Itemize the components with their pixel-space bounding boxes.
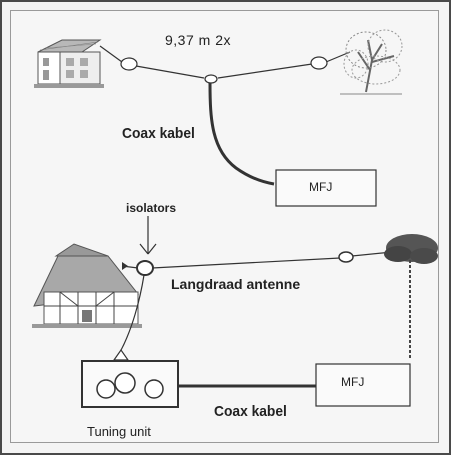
insulator-icon	[136, 260, 154, 276]
coax-cable-top	[208, 82, 275, 186]
feed-wire	[119, 274, 145, 353]
house-icon	[34, 39, 104, 88]
antenna-label: Langdraad antenne	[171, 276, 301, 292]
tuning-knob	[96, 379, 116, 399]
farmhouse-icon	[32, 243, 142, 328]
insulator-icon	[120, 57, 138, 71]
insulator-icon	[310, 56, 328, 70]
mfj-box-bottom	[315, 363, 411, 407]
tuning-knob	[114, 372, 136, 394]
coax-label-bottom: Coax kabel	[214, 403, 287, 420]
arrow-down-icon	[139, 216, 157, 255]
mfj-box-top	[275, 169, 377, 207]
isolators-label: isolators	[126, 201, 177, 215]
wire-length-label: 9,37 m 2x	[165, 32, 231, 48]
feed-terminal	[112, 348, 130, 361]
tuning-knob	[144, 379, 164, 399]
insulator-icon	[338, 251, 354, 263]
pine-tree-icon	[384, 234, 438, 358]
mfj-label-top: MFJ	[309, 180, 333, 194]
birch-tree-icon	[340, 29, 403, 95]
insulator-icon	[204, 74, 218, 84]
long-wire-antenna	[151, 257, 341, 269]
mfj-label-bottom: MFJ	[341, 375, 365, 389]
dipole-wire	[99, 45, 351, 79]
coax-label-top: Coax kabel	[122, 125, 195, 142]
tuning-unit-label: Tuning unit	[87, 424, 151, 439]
wire-anchor	[122, 262, 128, 270]
